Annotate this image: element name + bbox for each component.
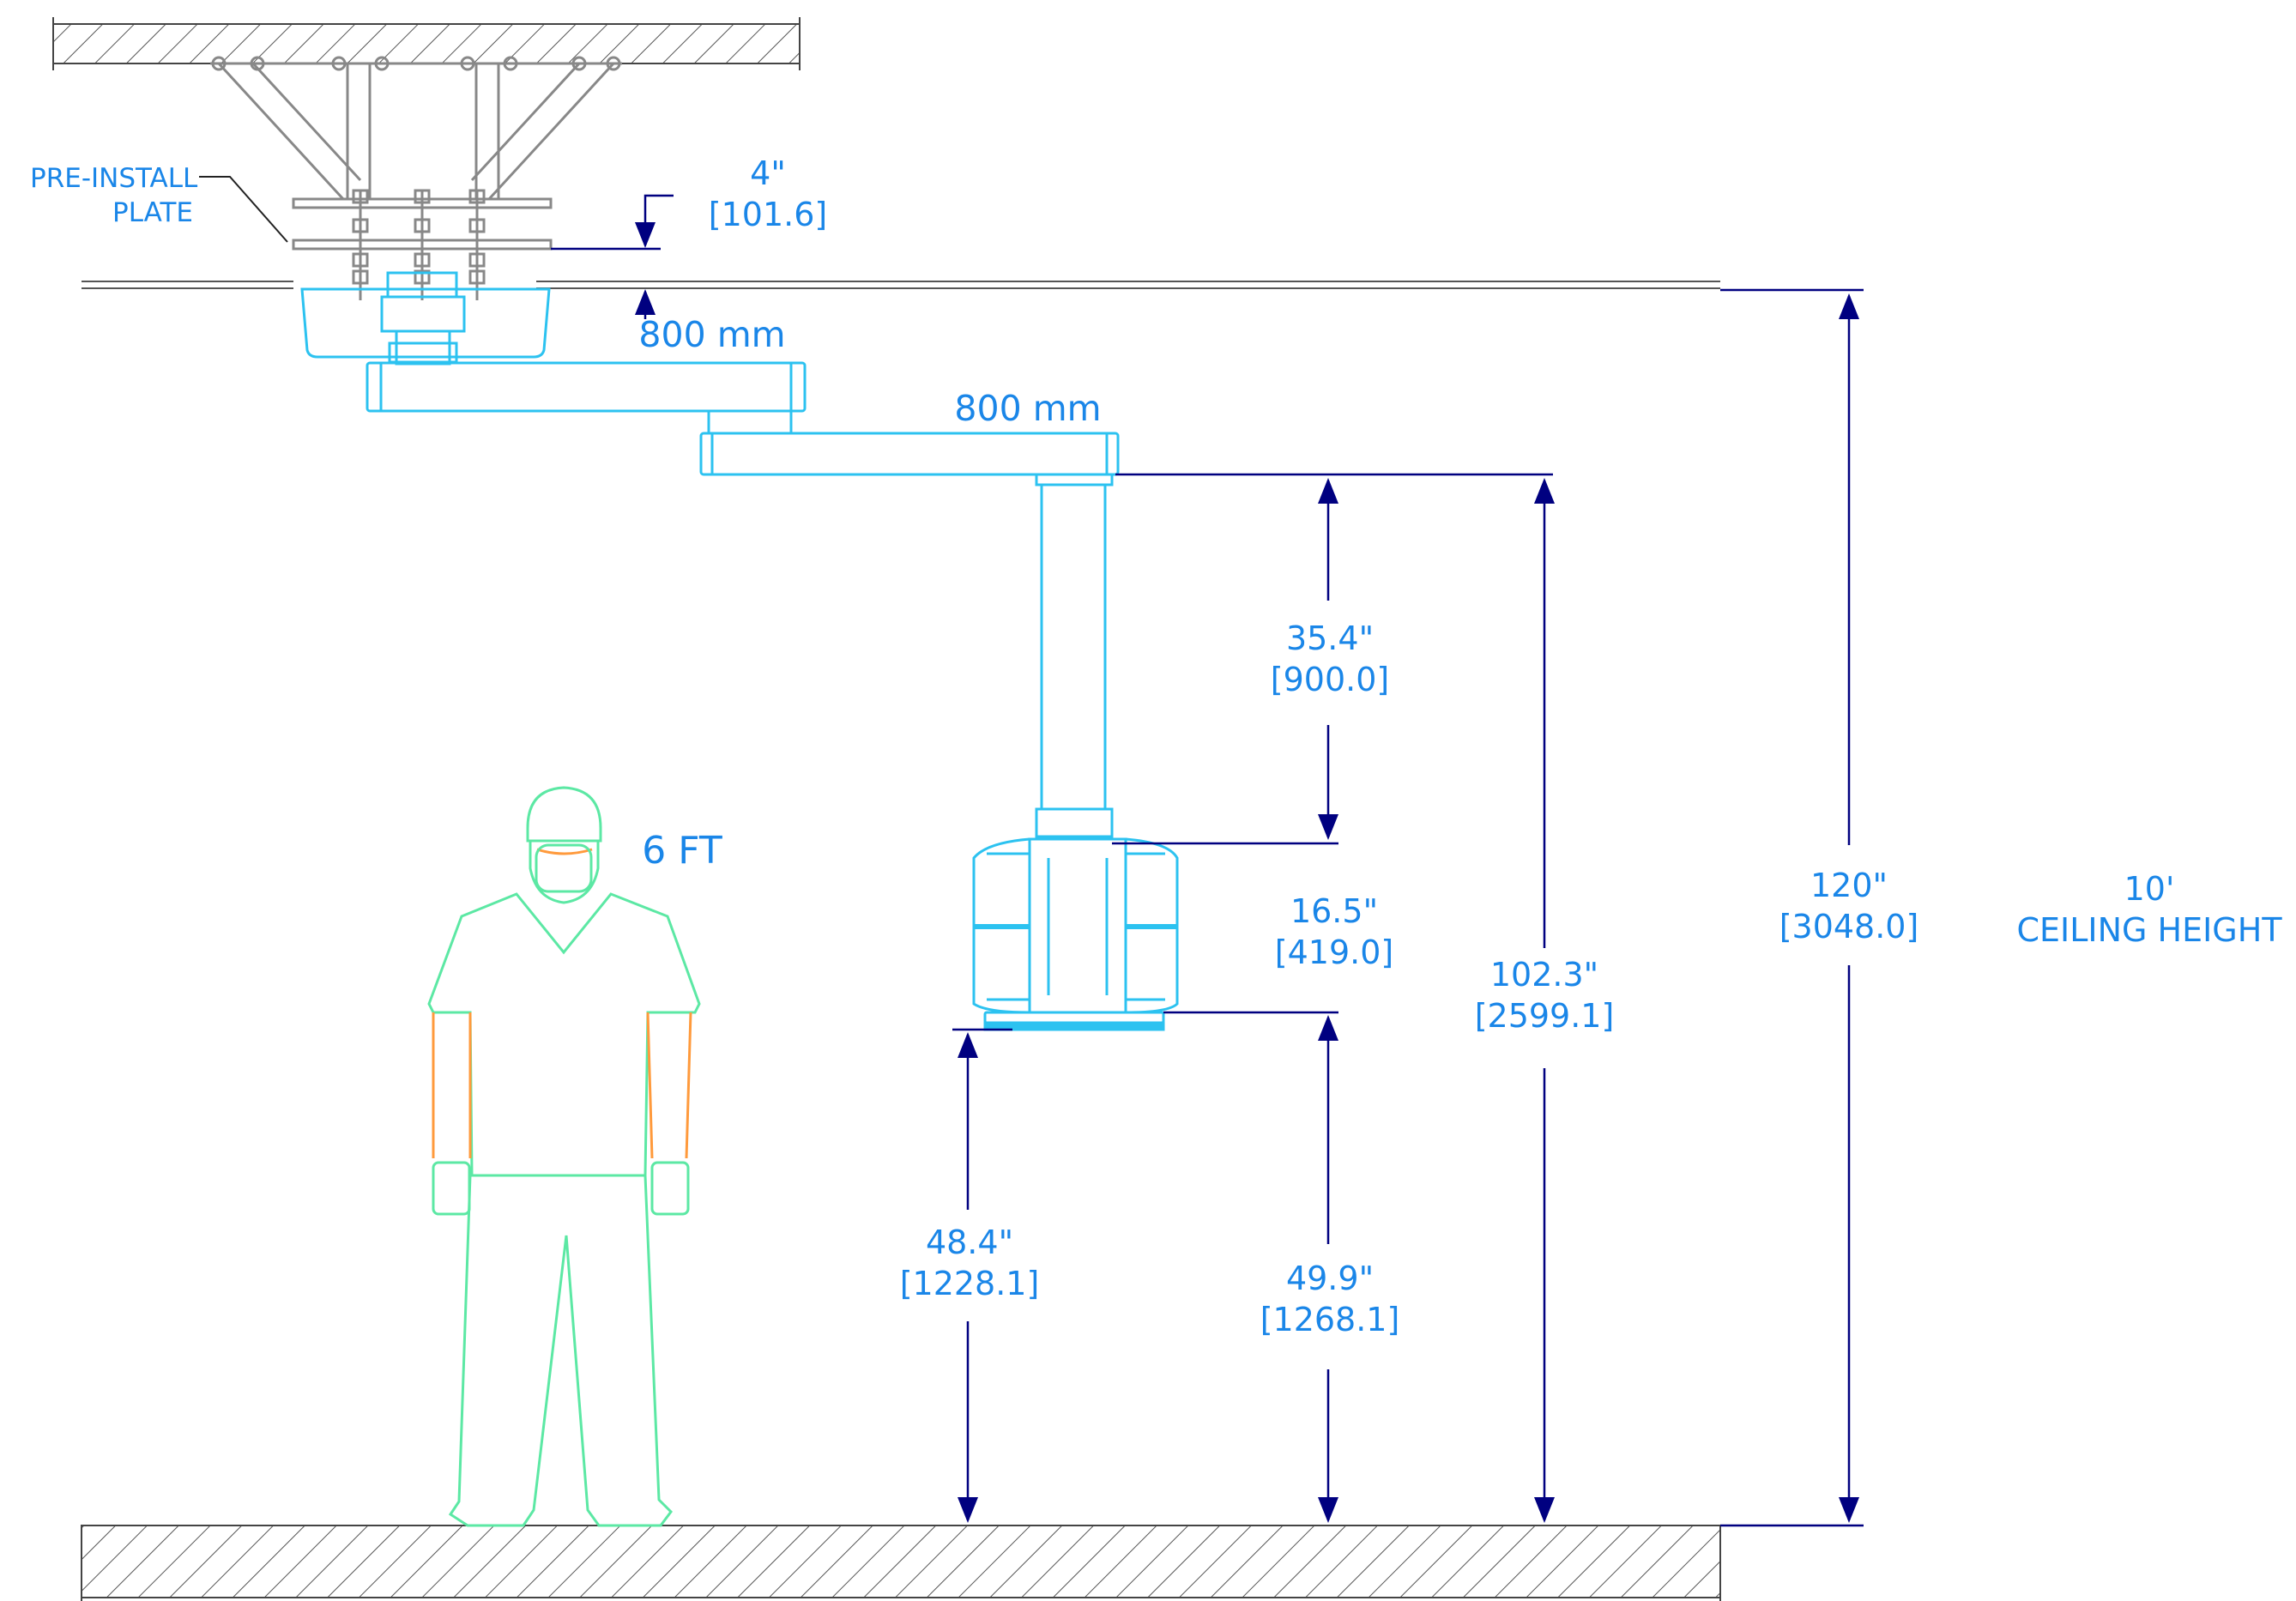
column-dimension-mm: [900.0] [1270, 661, 1390, 698]
head-dimension-mm: [419.0] [1274, 933, 1394, 971]
under-head-height-label: 48.4" [1228.1] [888, 1222, 1051, 1304]
person-height-label: 6 FT [642, 829, 722, 873]
arm-2-length-label: 800 mm [954, 388, 1102, 429]
plate-dimension-label: 4" [101.6] [695, 153, 841, 235]
column-dimension-inch: 35.4" [1285, 619, 1375, 657]
arm-1 [366, 361, 807, 435]
ceiling-height-value: 10' [2124, 870, 2175, 908]
pre-install-label-line2: PLATE [112, 197, 193, 228]
ceiling-dimension-mm: [3048.0] [1779, 908, 1919, 945]
arm-height-mm: [2599.1] [1474, 997, 1615, 1035]
ceiling-height-caption: CEILING HEIGHT [2016, 911, 2282, 949]
ceiling-mount [300, 271, 551, 366]
dimension-lines [551, 194, 1864, 1527]
arm-2 [699, 432, 1120, 486]
head-dimension-label: 16.5" [419.0] [1253, 891, 1416, 973]
under-head-height-mm: [1228.1] [899, 1265, 1040, 1302]
arm-height-inch: 102.3" [1489, 956, 1599, 994]
ceiling-dimension-inch: 120" [1810, 867, 1888, 904]
head-height-inch: 49.9" [1285, 1260, 1375, 1297]
ceiling-dimension-label: 120" [3048.0] [1767, 865, 1930, 947]
structural-ceiling-slab [52, 17, 801, 70]
arm-1-length-label: 800 mm [638, 314, 786, 355]
pre-install-label: PRE-INSTALL PLATE [30, 161, 198, 230]
under-head-height-inch: 48.4" [925, 1223, 1014, 1261]
head-dimension-inch: 16.5" [1290, 892, 1379, 930]
pre-install-leader [199, 176, 288, 243]
arm-height-label: 102.3" [2599.1] [1463, 954, 1626, 1036]
plate-dimension-mm: [101.6] [708, 196, 828, 233]
plate-dimension-inch: 4" [750, 154, 786, 192]
head-height-label: 49.9" [1268.1] [1248, 1258, 1411, 1340]
floor-slab [81, 1525, 1721, 1601]
support-frame [210, 56, 622, 201]
column-dimension-label: 35.4" [900.0] [1248, 618, 1411, 700]
drop-column [1035, 483, 1114, 838]
head-height-mm: [1268.1] [1260, 1301, 1400, 1338]
equipment-head [972, 837, 1179, 1031]
ceiling-height-note: 10' CEILING HEIGHT [2008, 868, 2291, 951]
pre-install-label-line1: PRE-INSTALL [30, 163, 198, 194]
pre-install-plate [292, 189, 553, 300]
person-figure [427, 786, 701, 1527]
finished-ceiling-line [82, 281, 1720, 289]
